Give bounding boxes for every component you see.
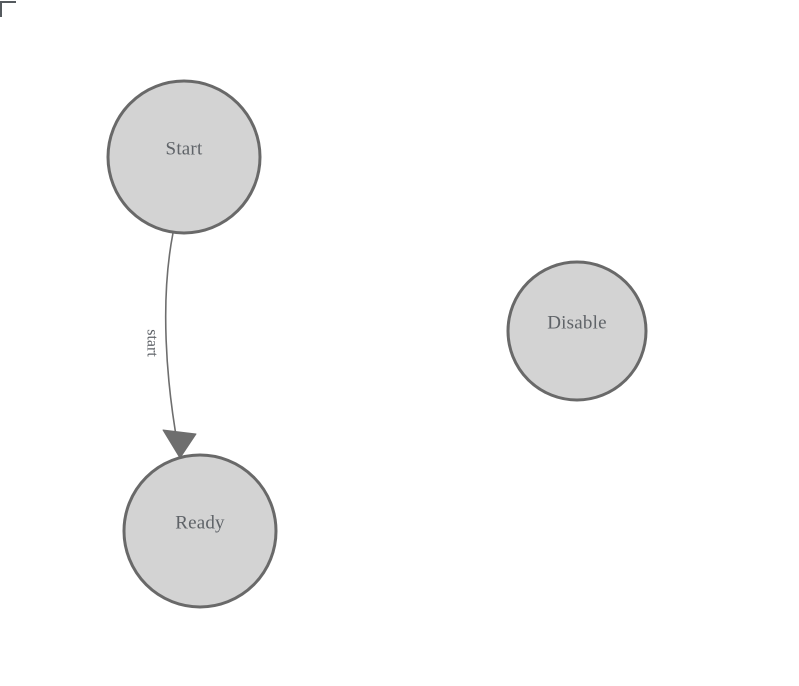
node-disable-label: Disable (547, 312, 606, 333)
node-ready[interactable]: Ready (122, 453, 278, 609)
edge-start-to-ready[interactable]: start (143, 232, 197, 459)
node-disable-circle (506, 260, 648, 402)
node-start-label: Start (166, 138, 203, 159)
crop-mark-top-left-icon (0, 1, 16, 17)
node-ready-label: Ready (175, 512, 225, 533)
node-disable[interactable]: Disable (506, 260, 648, 402)
node-ready-circle (122, 453, 278, 609)
node-start[interactable]: Start (106, 79, 262, 235)
edge-start-to-ready-label-group: start (143, 329, 160, 357)
edge-start-to-ready-label: start (143, 329, 160, 357)
edge-start-to-ready-path (164, 232, 179, 448)
node-start-circle (106, 79, 262, 235)
edge-start-to-ready-arrowhead-icon (162, 429, 197, 459)
